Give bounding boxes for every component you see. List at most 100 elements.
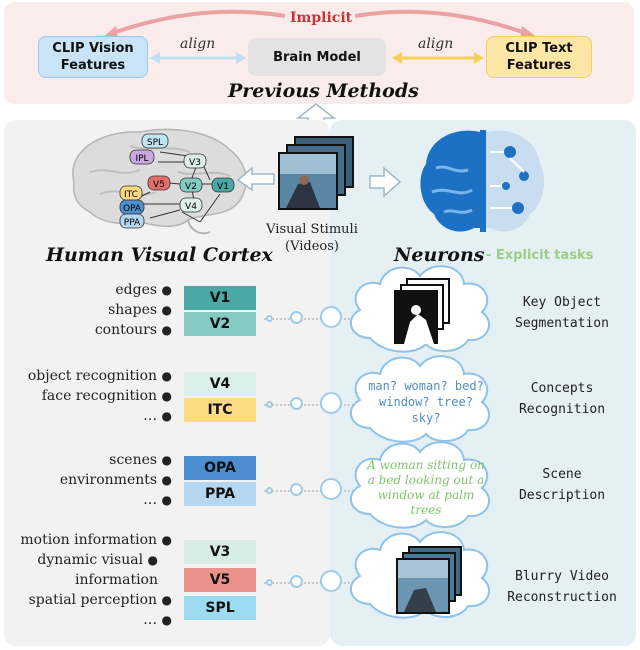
concepts-line3: sky? — [411, 411, 441, 425]
bubble-large-1 — [320, 306, 342, 328]
connector-dots-3 — [264, 490, 354, 492]
bubble-medium-2 — [290, 397, 303, 410]
function-edges: edges ● — [115, 282, 172, 298]
function-dynamic-visual: dynamic visual ● — [37, 552, 158, 568]
connector-dots-2 — [264, 404, 354, 406]
task4-line1: Blurry Video — [515, 569, 609, 584]
region-v2: V2 — [184, 312, 256, 336]
implicit-label: Implicit — [290, 10, 353, 26]
svg-text:PPA: PPA — [124, 218, 141, 228]
node-spl — [141, 133, 169, 149]
task2-line1: Concepts — [530, 381, 594, 396]
connector-dots-1 — [264, 318, 354, 320]
function-ellipsis-3: … ● — [143, 612, 172, 628]
svg-text:ITC: ITC — [124, 190, 138, 200]
stimuli-line2: (Videos) — [285, 239, 339, 254]
thought-clouds — [349, 265, 491, 619]
bubble-large-2 — [320, 392, 342, 414]
node-v4 — [179, 197, 203, 213]
align-label-left: align — [180, 36, 216, 52]
task3-line1: Scene — [542, 467, 582, 482]
description-line1: A woman sitting on — [367, 458, 485, 472]
blurry-video-stack — [396, 546, 462, 614]
svg-text:V5: V5 — [153, 180, 165, 190]
bubble-small-2 — [266, 401, 273, 408]
bubble-small-4 — [266, 579, 273, 586]
bubble-small-1 — [266, 315, 273, 322]
node-ipl — [129, 149, 155, 165]
function-motion-information: motion information ● — [20, 532, 172, 548]
svg-text:SPL: SPL — [147, 138, 163, 148]
clip-vision-line2: Features — [60, 58, 126, 73]
clip-text-line2: Features — [506, 58, 572, 73]
task4-line2: Reconstruction — [507, 590, 617, 605]
clip-text-line1: CLIP Text — [505, 41, 573, 56]
brain-model-box: Brain Model — [248, 38, 386, 76]
svg-text:V3: V3 — [189, 158, 201, 168]
align-label-right: align — [418, 36, 454, 52]
bubble-large-4 — [320, 570, 342, 592]
stimuli-line1: Visual Stimuli — [266, 222, 358, 237]
node-v3 — [183, 153, 207, 169]
task1-line1: Key Object — [522, 295, 602, 310]
function-face-recognition: face recognition ● — [41, 388, 172, 404]
region-v1: V1 — [184, 286, 256, 310]
svg-text:V2: V2 — [185, 182, 197, 192]
task1-line2: Segmentation — [515, 316, 609, 331]
function-shapes: shapes ● — [108, 302, 172, 318]
region-v4: V4 — [184, 372, 256, 396]
region-v3: V3 — [184, 540, 256, 564]
region-spl: SPL — [184, 596, 256, 620]
svg-text:V1: V1 — [217, 182, 229, 192]
connector-dots-4 — [264, 582, 354, 584]
region-ppa: PPA — [184, 482, 256, 506]
svg-text:OPA: OPA — [123, 204, 142, 214]
task2-line2: Recognition — [518, 402, 606, 417]
clip-vision-line1: CLIP Vision — [52, 41, 134, 56]
concepts-line2: window? tree? — [379, 395, 473, 409]
concepts-line1: man? woman? bed? — [368, 379, 484, 393]
node-v2 — [179, 177, 203, 193]
visual-stimuli-stack — [236, 136, 402, 210]
description-line2: a bed looking out a — [367, 473, 485, 487]
bubble-medium-4 — [290, 575, 303, 588]
human-visual-cortex-title: Human Visual Cortex — [46, 244, 273, 266]
segmentation-mask-stack — [394, 278, 450, 344]
node-v5 — [147, 175, 171, 191]
function-scenes: scenes ● — [109, 452, 172, 468]
explicit-tasks-label: - Explicit tasks — [486, 248, 594, 263]
task3-line2: Description — [518, 488, 606, 503]
description-line4: trees — [410, 503, 442, 517]
bubble-small-3 — [266, 487, 273, 494]
function-information: information — [75, 572, 158, 588]
region-opa: OPA — [184, 456, 256, 480]
function-contours: contours ● — [94, 322, 172, 338]
previous-methods-title: Previous Methods — [228, 80, 419, 102]
bubble-medium-1 — [290, 311, 303, 324]
function-ellipsis-2: … ● — [143, 492, 172, 508]
neurons-title: Neurons — [394, 244, 485, 266]
svg-text:V4: V4 — [185, 202, 197, 212]
bubble-medium-3 — [290, 483, 303, 496]
function-object-recognition: object recognition ● — [27, 368, 172, 384]
description-line3: window at palm — [377, 488, 475, 502]
svg-text:IPL: IPL — [135, 154, 148, 164]
visual-stimuli-label: Visual Stimuli (Videos) — [262, 221, 362, 255]
function-environments: environments ● — [59, 472, 172, 488]
function-spatial-perception: spatial perception ● — [28, 592, 172, 608]
concepts-cloud-text: man? woman? bed? window? tree? sky? — [356, 378, 496, 426]
node-ppa — [119, 213, 145, 229]
function-ellipsis: … ● — [143, 408, 172, 424]
region-v5: V5 — [184, 568, 256, 592]
node-v1 — [211, 177, 235, 193]
neurons-brain-icon — [420, 130, 545, 232]
region-itc: ITC — [184, 398, 256, 422]
brain-region-diagram: SPL IPL V3 V5 V2 V1 ITC V4 OPA PPA — [72, 128, 247, 235]
